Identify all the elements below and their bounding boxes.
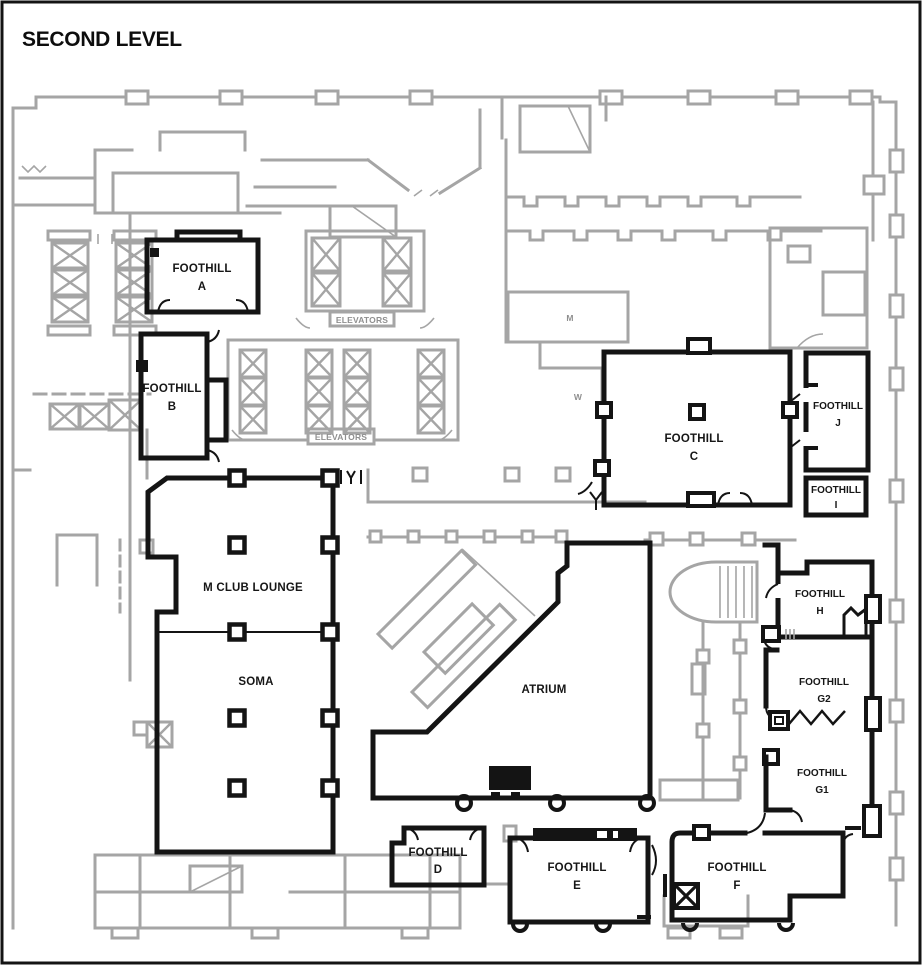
foothill-e-label: FOOTHILL <box>547 862 606 874</box>
foothill-j-label: FOOTHILL <box>813 401 863 412</box>
base-structure <box>11 89 905 940</box>
foothill-b-unit: B <box>168 401 177 413</box>
foothill-h-label: FOOTHILL <box>795 589 845 600</box>
upper-left-rooms <box>11 130 282 215</box>
elevator-core-upper <box>295 229 435 329</box>
atrium-upper-corridor <box>366 466 647 544</box>
foothill-a-label: FOOTHILL <box>172 263 231 275</box>
foothill-g1-label: FOOTHILL <box>797 768 847 779</box>
foothill-f-unit: F <box>733 880 740 892</box>
foothill-d-unit: D <box>434 864 443 876</box>
atrium-label: ATRIUM <box>521 684 566 696</box>
stair-round <box>668 560 759 624</box>
foothill-a-unit: A <box>198 281 207 293</box>
foothill-f-label: FOOTHILL <box>707 862 766 874</box>
pilaster-row-top <box>124 89 874 106</box>
room-foothill-d <box>389 825 487 888</box>
room-foothill-g2 <box>762 634 882 836</box>
foothill-j-unit: J <box>835 418 841 429</box>
room-foothill-j <box>790 350 871 473</box>
escalators <box>375 548 536 710</box>
column-markers <box>227 468 340 798</box>
room-m-club-soma <box>145 468 362 855</box>
east-corridor <box>643 531 797 802</box>
m-club-lounge-label: M CLUB LOUNGE <box>203 582 303 594</box>
upper-right-structure <box>768 100 886 350</box>
room-foothill-i <box>803 475 869 518</box>
elevators-upper-label: ELEVATORS <box>336 315 388 325</box>
soma-label: SOMA <box>238 676 273 688</box>
head-table <box>533 828 637 841</box>
restroom-zone <box>504 138 823 414</box>
foothill-i-label: FOOTHILL <box>811 485 861 496</box>
foothill-g2-unit: G2 <box>817 694 831 705</box>
labels: FOOTHILL A FOOTHILL B FOOTHILL C FOOTHIL… <box>142 263 863 892</box>
room-foothill-e <box>507 828 651 933</box>
mens-restroom-label: M <box>566 313 573 323</box>
foothill-g2-label: FOOTHILL <box>799 677 849 688</box>
foothill-c-unit: C <box>690 451 699 463</box>
room-atrium <box>370 540 656 812</box>
foothill-c-label: FOOTHILL <box>664 433 723 445</box>
foothill-h-unit: H <box>816 606 823 617</box>
room-foothill-f <box>637 812 861 932</box>
elevator-xboxes <box>48 236 446 749</box>
elevator-stacks-left <box>46 229 158 337</box>
room-foothill-a <box>144 229 261 315</box>
page-title: SECOND LEVEL <box>22 28 182 51</box>
room-foothill-b <box>136 329 229 463</box>
womens-restroom-label: W <box>574 392 583 402</box>
foothill-d-label: FOOTHILL <box>408 847 467 859</box>
elevators-lower-label: ELEVATORS <box>315 432 367 442</box>
service-elevator-xbox <box>672 882 700 910</box>
foothill-g1-unit: G1 <box>815 785 829 796</box>
room-foothill-c <box>577 337 799 510</box>
pilaster-row-right <box>888 148 905 882</box>
atrium-elevator <box>489 766 531 790</box>
upper-corridors <box>253 108 483 197</box>
room-foothill-h <box>761 542 882 643</box>
stair-top-center <box>500 95 608 154</box>
bottom-service-block <box>93 853 750 940</box>
operable-partition <box>788 709 846 726</box>
room-foothill-g1 <box>763 754 882 838</box>
foothill-i-unit: I <box>835 500 838 511</box>
foothill-b-label: FOOTHILL <box>142 383 201 395</box>
foothill-e-unit: E <box>573 880 581 892</box>
